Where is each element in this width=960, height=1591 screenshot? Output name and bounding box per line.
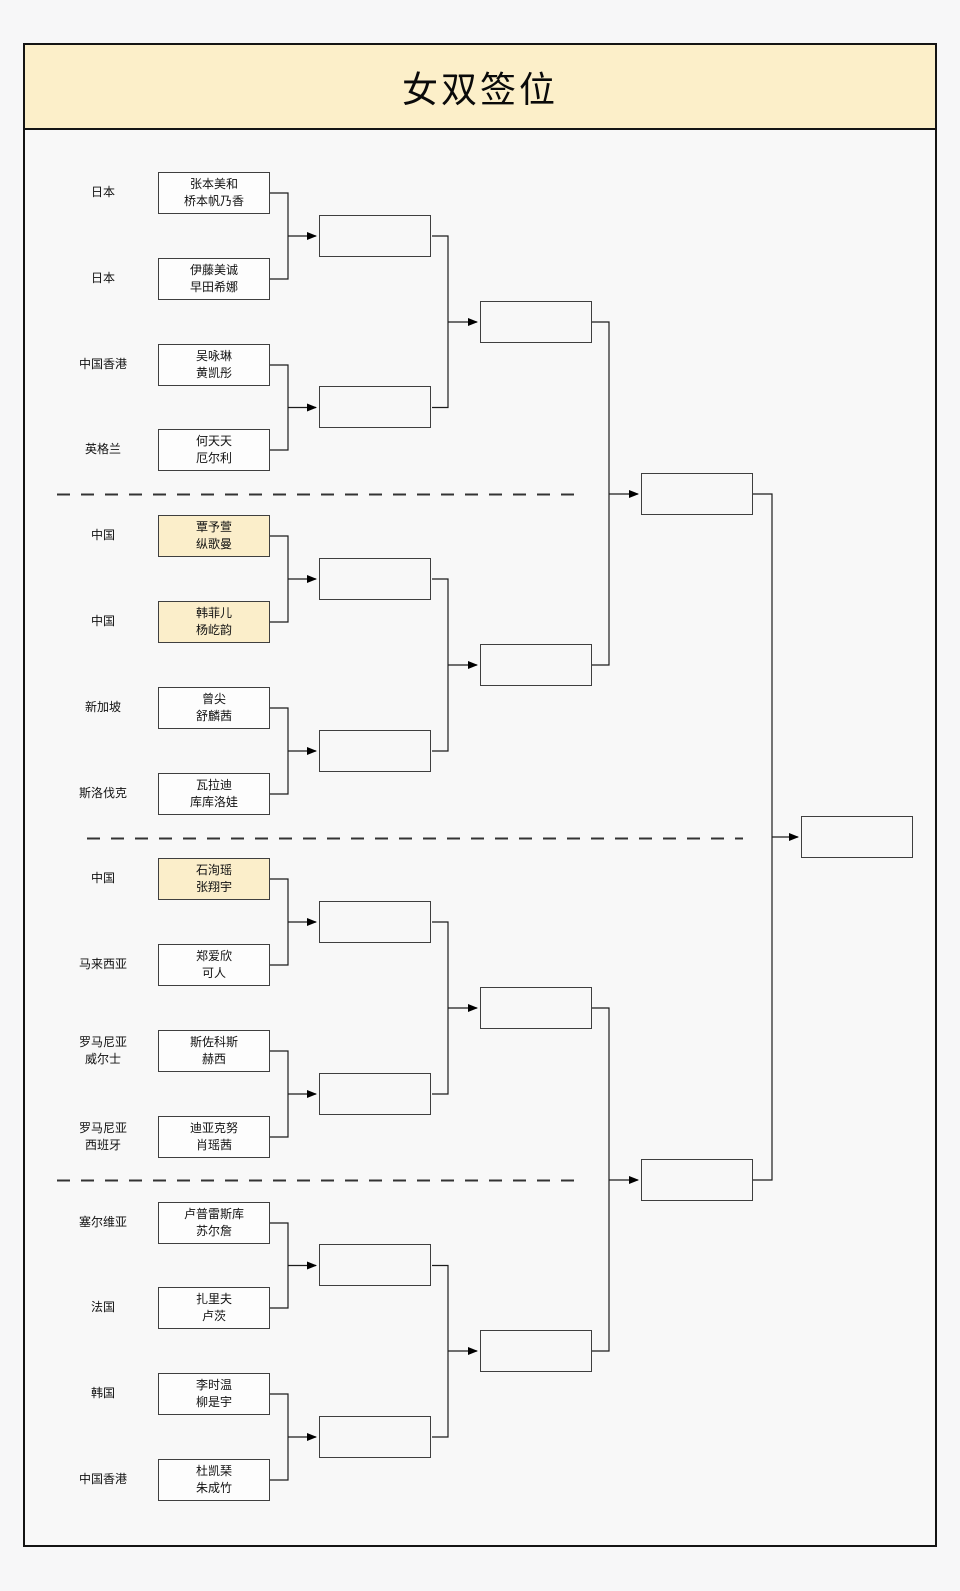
player-name: 张本美和: [189, 177, 238, 191]
player-name: 厄尔利: [195, 451, 232, 465]
team-box: 卢普雷斯库苏尔詹: [158, 1202, 270, 1244]
player-name: 斯佐科斯: [189, 1035, 238, 1049]
player-name: 郑爱欣: [195, 949, 232, 963]
quarterfinal-slot-1: [480, 301, 592, 343]
round2-slot-8: [319, 1416, 431, 1458]
team-box: 伊藤美诚早田希娜: [158, 258, 270, 300]
player-name: 覃予萱: [195, 520, 232, 534]
country-label: 中国香港: [78, 1472, 127, 1486]
country-label: 罗马尼亚 西班牙: [78, 1121, 127, 1152]
team-box: 韩菲儿杨屹韵: [158, 601, 270, 643]
country-label: 日本: [90, 271, 115, 285]
team-box: 斯佐科斯赫西: [158, 1030, 270, 1072]
player-name: 曾尖: [201, 692, 226, 706]
player-name: 张翔宇: [195, 880, 232, 894]
country-label: 中国: [90, 614, 115, 628]
player-name: 柳是宇: [195, 1395, 232, 1409]
title-band: 女双签位: [25, 45, 935, 130]
team-box: 瓦拉迪库库洛娃: [158, 773, 270, 815]
team-box: 李时温柳是宇: [158, 1373, 270, 1415]
team-box: 覃予萱纵歌曼: [158, 515, 270, 557]
team-box: 石洵瑶张翔宇: [158, 858, 270, 900]
player-name: 苏尔詹: [195, 1224, 232, 1238]
player-name: 朱成竹: [195, 1481, 232, 1495]
round2-slot-2: [319, 386, 431, 428]
player-name: 卢普雷斯库: [183, 1207, 244, 1221]
country-label: 中国香港: [78, 357, 127, 371]
player-name: 舒麟茜: [195, 709, 232, 723]
team-box: 吴咏琳黄凯彤: [158, 344, 270, 386]
player-name: 瓦拉迪: [195, 778, 232, 792]
semifinal-slot-1: [641, 473, 753, 515]
round2-slot-5: [319, 901, 431, 943]
player-name: 卢茨: [201, 1309, 226, 1323]
country-label: 塞尔维亚: [78, 1215, 127, 1229]
player-name: 石洵瑶: [195, 863, 232, 877]
quarterfinal-slot-2: [480, 644, 592, 686]
player-name: 赫西: [201, 1052, 226, 1066]
round2-slot-6: [319, 1073, 431, 1115]
country-label: 日本: [90, 185, 115, 199]
country-label: 斯洛伐克: [78, 786, 127, 800]
round2-slot-1: [319, 215, 431, 257]
team-box: 何天天厄尔利: [158, 429, 270, 471]
player-name: 何天天: [195, 434, 232, 448]
team-box: 张本美和桥本帆乃香: [158, 172, 270, 214]
country-label: 英格兰: [84, 442, 121, 456]
country-label: 中国: [90, 871, 115, 885]
country-label: 新加坡: [84, 700, 121, 714]
country-label: 罗马尼亚 威尔士: [78, 1035, 127, 1066]
player-name: 杨屹韵: [195, 623, 232, 637]
country-label: 法国: [90, 1300, 115, 1314]
player-name: 桥本帆乃香: [183, 194, 244, 208]
player-name: 扎里夫: [195, 1292, 232, 1306]
player-name: 黄凯彤: [195, 366, 232, 380]
player-name: 李时温: [195, 1378, 232, 1392]
country-label: 马来西亚: [78, 957, 127, 971]
final-slot: [801, 816, 913, 858]
player-name: 韩菲儿: [195, 606, 232, 620]
player-name: 可人: [201, 966, 226, 980]
player-name: 库库洛娃: [189, 795, 238, 809]
player-name: 迪亚克努: [189, 1121, 238, 1135]
round2-slot-7: [319, 1244, 431, 1286]
player-name: 杜凯琹: [195, 1464, 232, 1478]
round2-slot-3: [319, 558, 431, 600]
player-name: 吴咏琳: [195, 349, 232, 363]
quarterfinal-slot-4: [480, 1330, 592, 1372]
team-box: 扎里夫卢茨: [158, 1287, 270, 1329]
team-box: 郑爱欣可人: [158, 944, 270, 986]
semifinal-slot-2: [641, 1159, 753, 1201]
country-label: 韩国: [90, 1386, 115, 1400]
quarterfinal-slot-3: [480, 987, 592, 1029]
player-name: 伊藤美诚: [189, 263, 238, 277]
country-label: 中国: [90, 528, 115, 542]
team-box: 迪亚克努肖瑶茜: [158, 1116, 270, 1158]
page-title: 女双签位: [401, 69, 558, 110]
team-box: 曾尖舒麟茜: [158, 687, 270, 729]
round2-slot-4: [319, 730, 431, 772]
player-name: 早田希娜: [189, 280, 238, 294]
player-name: 肖瑶茜: [195, 1138, 232, 1152]
player-name: 纵歌曼: [195, 537, 232, 551]
team-box: 杜凯琹朱成竹: [158, 1459, 270, 1501]
